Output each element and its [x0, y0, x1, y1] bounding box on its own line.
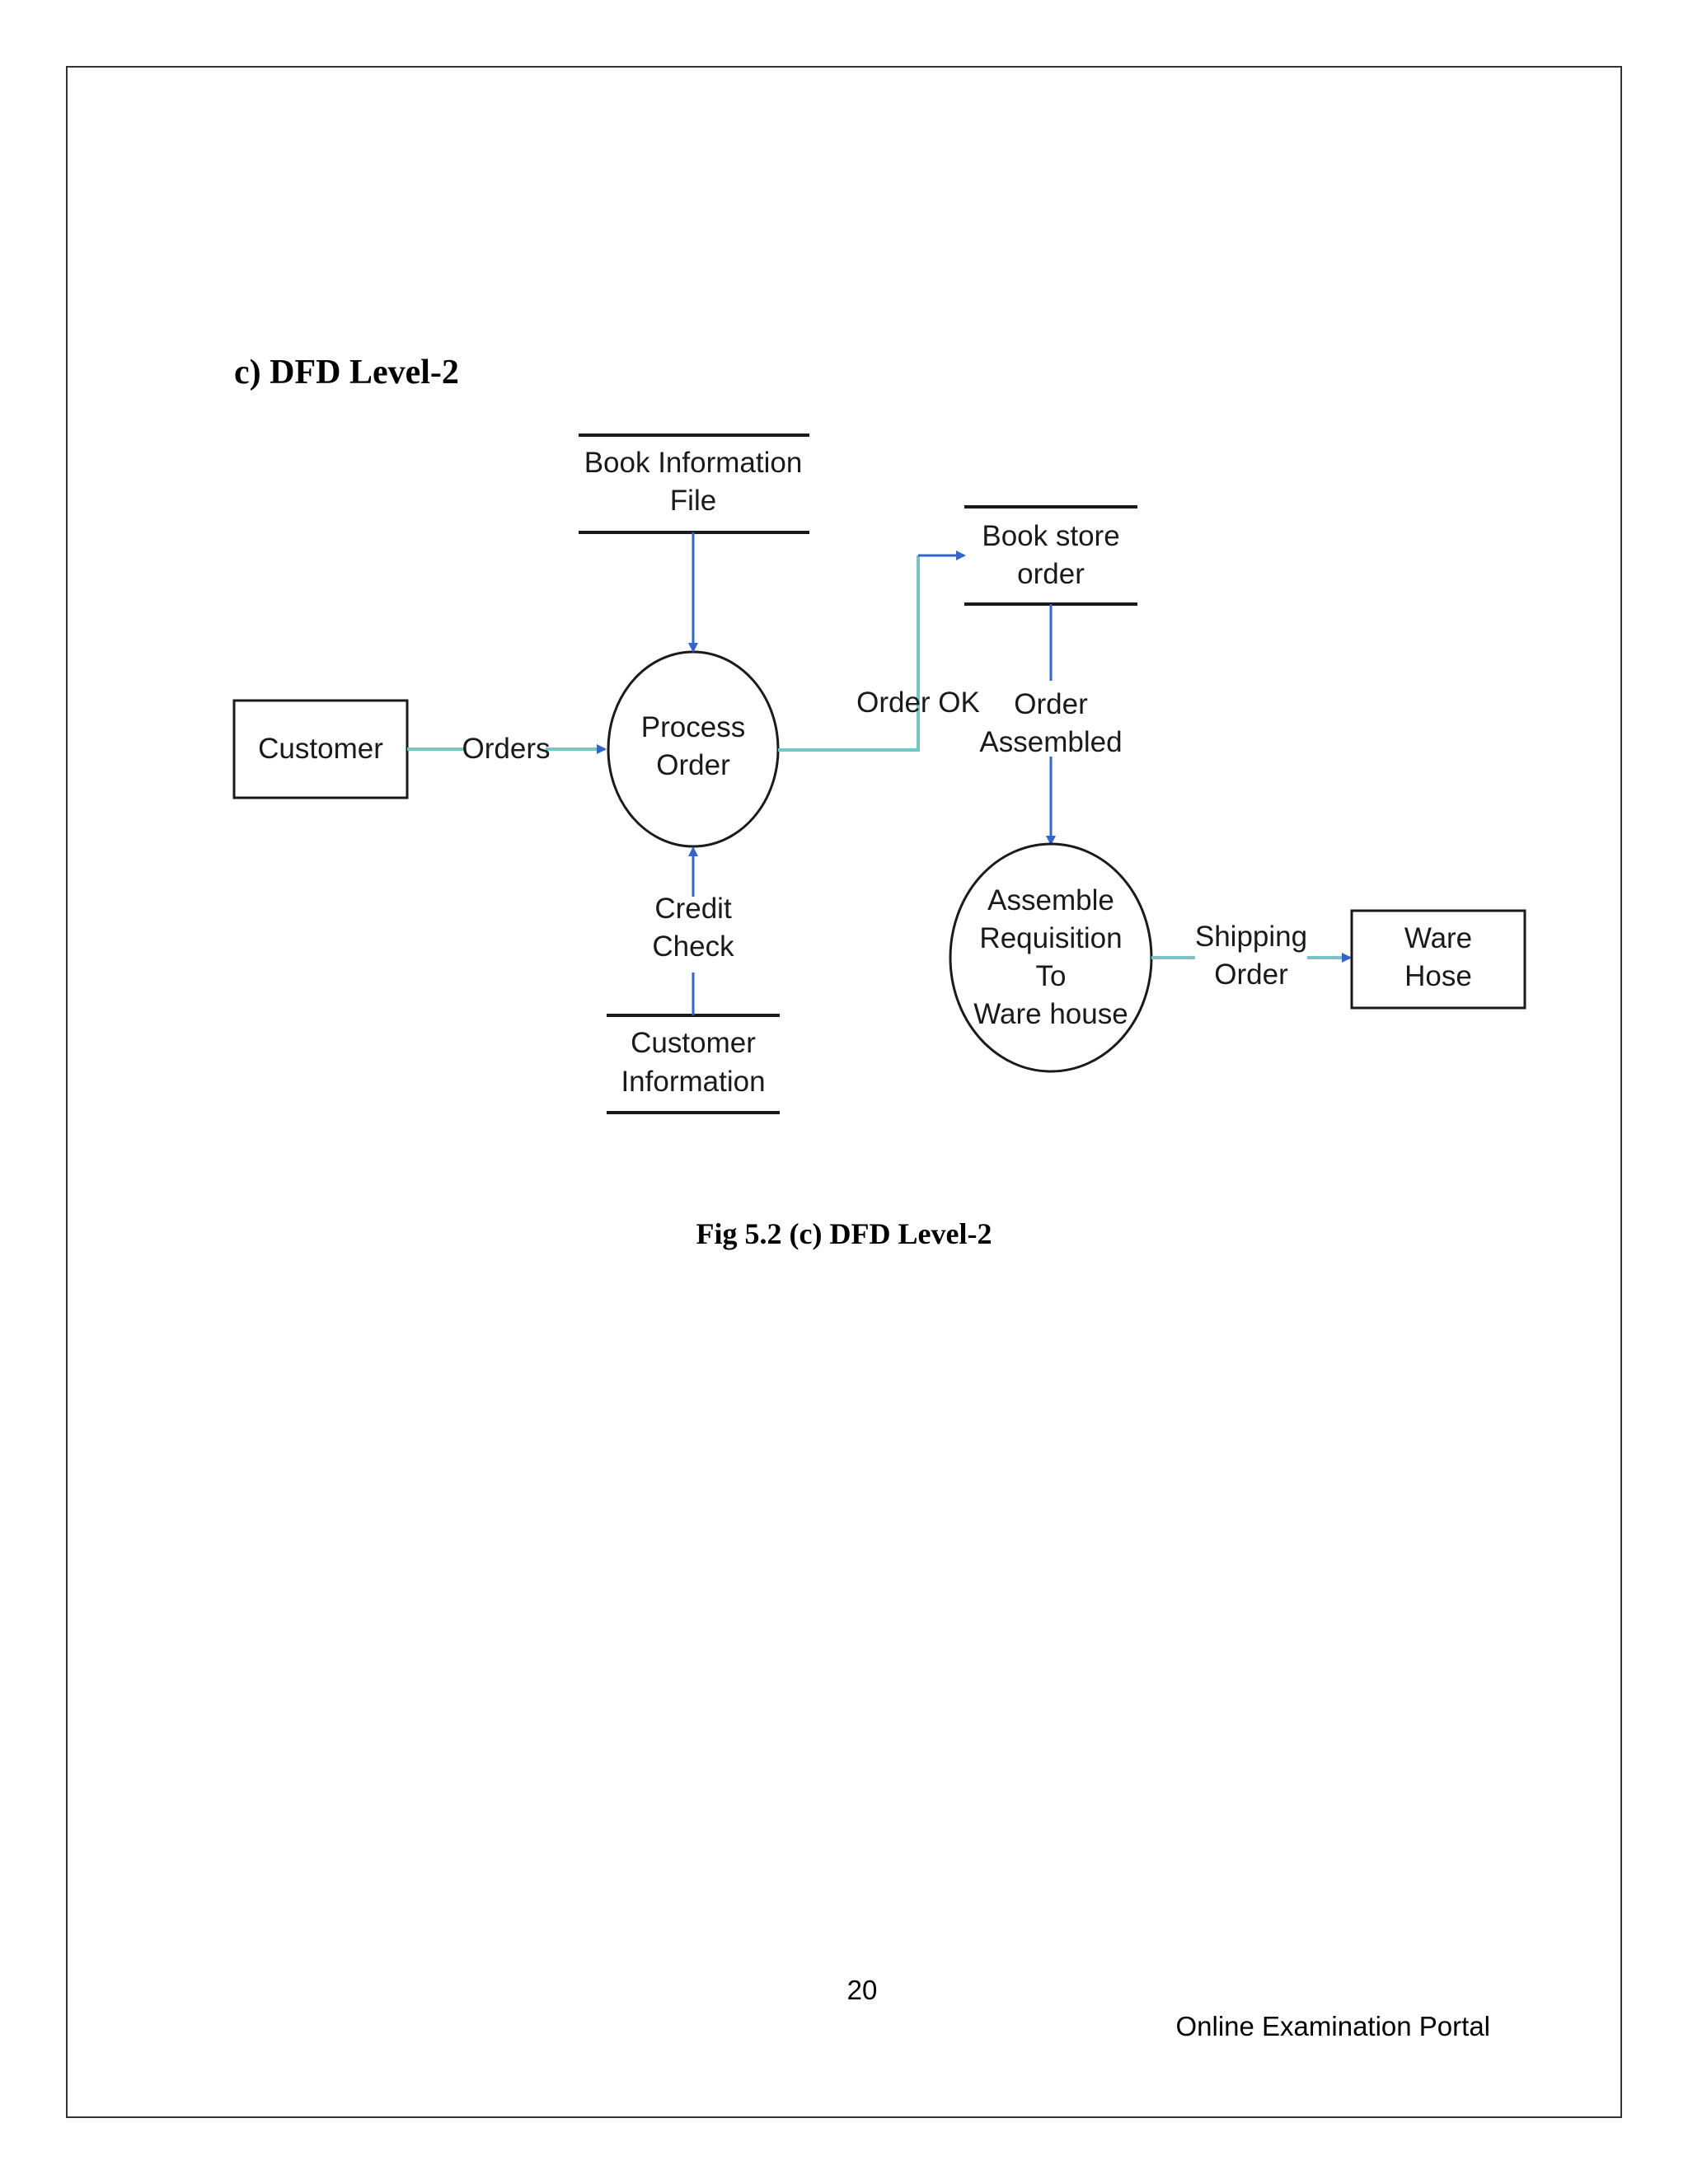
process-order-process: Process Order [607, 650, 780, 848]
credit-check-line-1: Credit [654, 893, 732, 925]
warehouse-entity-line-2: Hose [1404, 960, 1472, 992]
warehouse-entity: Ware Hose [1350, 909, 1526, 1010]
figure-caption: Fig 5.2 (c) DFD Level-2 [696, 1217, 992, 1250]
shipping-order-line-2: Order [1214, 958, 1288, 991]
order-ok-flow-label: Order OK [856, 687, 980, 719]
book-information-file-line-2: File [670, 485, 716, 517]
page-border [66, 66, 1622, 2118]
book-store-order-store: Book store order [964, 505, 1137, 606]
process-order-line-1: Process [641, 711, 745, 743]
order-assembled-flow: Order Assembled [979, 604, 1123, 846]
customer-information-line-2: Information [621, 1066, 765, 1098]
book-store-order-line-1: Book store [982, 520, 1119, 552]
order-assembled-line-1: Order [1014, 688, 1088, 720]
assemble-requisition-line-4: Ware house [973, 998, 1128, 1030]
credit-check-line-2: Check [652, 930, 734, 963]
orders-flow-label: Orders [462, 733, 551, 765]
orders-flow: Orders [407, 733, 607, 765]
process-order-line-2: Order [656, 749, 730, 781]
order-assembled-line-2: Assembled [979, 726, 1122, 758]
customer-information-line-1: Customer [631, 1027, 756, 1059]
customer-entity-label: Customer [258, 733, 383, 765]
assemble-requisition-line-1: Assemble [987, 884, 1114, 916]
footer-title: Online Examination Portal [1175, 2011, 1490, 2041]
book-information-file-line-1: Book Information [584, 447, 803, 479]
book-store-order-line-2: order [1017, 558, 1085, 590]
section-heading: c) DFD Level-2 [234, 354, 459, 391]
shipping-order-line-1: Shipping [1195, 921, 1307, 953]
warehouse-entity-line-1: Ware [1404, 922, 1472, 954]
order-ok-flow: Order OK [778, 551, 980, 752]
book-information-file-store: Book Information File [579, 434, 809, 534]
assemble-requisition-line-2: Requisition [979, 922, 1122, 954]
customer-information-store: Customer Information [607, 1014, 780, 1114]
page-number: 20 [846, 1975, 878, 2005]
customer-entity: Customer [232, 699, 409, 799]
credit-check-flow: Credit Check [652, 846, 734, 1015]
shipping-order-flow: Shipping Order [1151, 921, 1352, 991]
assemble-requisition-line-3: To [1036, 960, 1067, 992]
assemble-requisition-process: Assemble Requisition To Ware house [949, 842, 1153, 1073]
